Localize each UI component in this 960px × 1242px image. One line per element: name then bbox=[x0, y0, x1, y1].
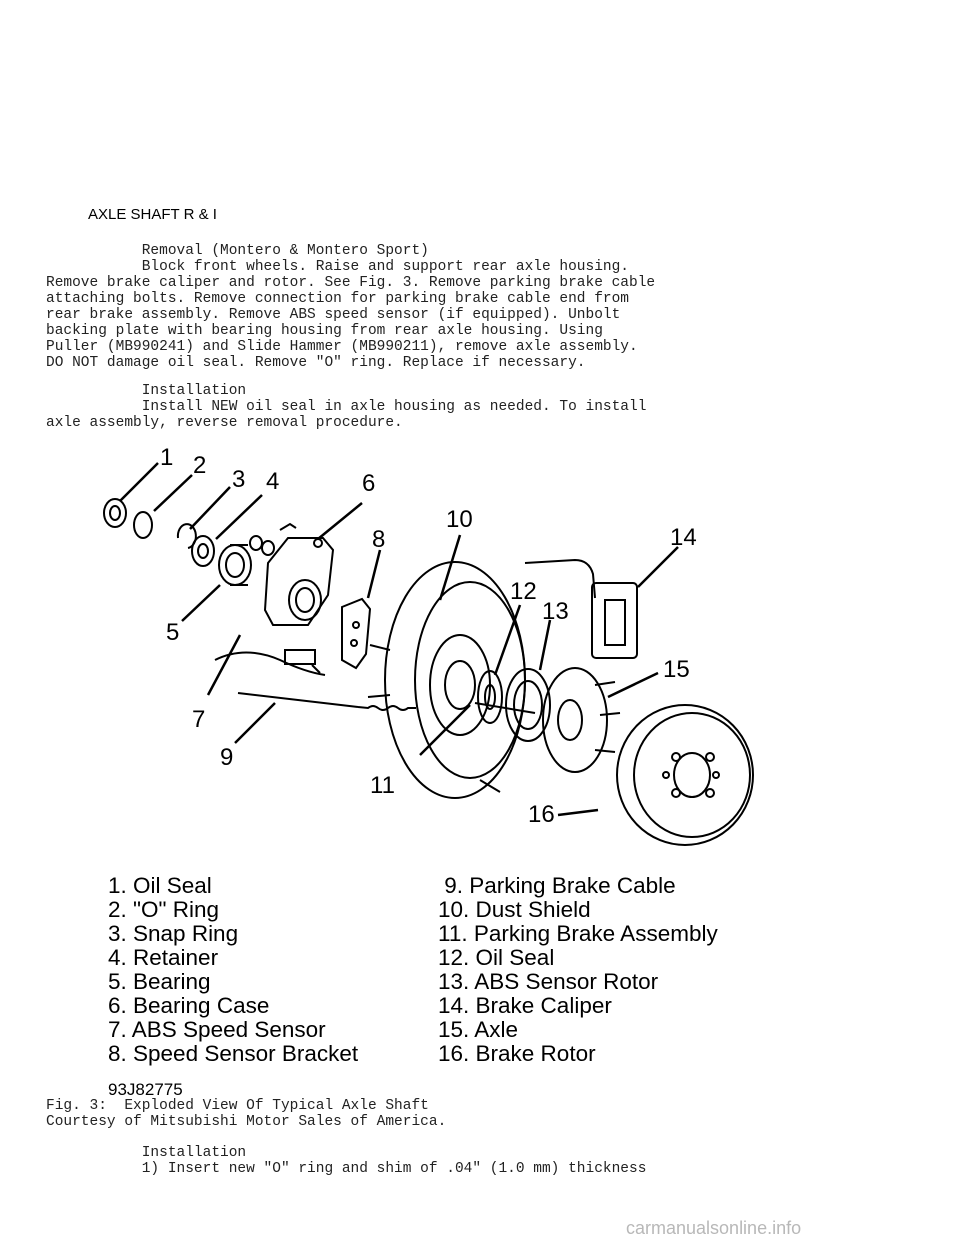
callout-10: 10 bbox=[446, 506, 473, 533]
callout-16: 16 bbox=[528, 801, 555, 828]
installation-heading: Installation bbox=[141, 1145, 247, 1161]
callout-7: 7 bbox=[192, 706, 205, 733]
oil-seal-part bbox=[103, 498, 127, 528]
callout-8: 8 bbox=[372, 526, 385, 553]
removal-paragraph: Removal (Montero & Montero Sport) Block … bbox=[46, 243, 655, 371]
legend-item: 8. Speed Sensor Bracket bbox=[108, 1041, 359, 1066]
legend-item: 7. ABS Speed Sensor bbox=[108, 1017, 326, 1042]
legend-item: 3. Snap Ring bbox=[108, 921, 239, 946]
callout-2: 2 bbox=[193, 452, 206, 479]
retainer-part bbox=[191, 535, 215, 567]
callout-15: 15 bbox=[663, 656, 690, 683]
section-heading: AXLE SHAFT R & I bbox=[88, 206, 217, 223]
installation-heading: Installation bbox=[141, 383, 247, 399]
callout-6: 6 bbox=[362, 470, 375, 497]
legend-item: 14. Brake Caliper bbox=[438, 993, 612, 1018]
removal-line: Block front wheels. Raise and support re… bbox=[141, 259, 629, 275]
callout-1: 1 bbox=[160, 444, 173, 471]
nut-part bbox=[249, 535, 275, 556]
callout-9: 9 bbox=[220, 744, 233, 771]
removal-line: rear brake assembly. Remove ABS speed se… bbox=[46, 307, 621, 323]
callout-14: 14 bbox=[670, 524, 697, 551]
callout-13: 13 bbox=[542, 598, 569, 625]
callout-11: 11 bbox=[370, 772, 395, 799]
callout-12: 12 bbox=[510, 578, 537, 605]
installation-line: Install NEW oil seal in axle housing as … bbox=[141, 399, 647, 415]
parking-brake-cable-part bbox=[237, 692, 416, 711]
callout-4: 4 bbox=[266, 468, 279, 495]
axle-part bbox=[474, 667, 621, 773]
caption-line: Fig. 3: Exploded View Of Typical Axle Sh… bbox=[46, 1098, 429, 1114]
legend-item: 10. Dust Shield bbox=[438, 897, 591, 922]
dust-shield-part bbox=[367, 561, 526, 799]
leader-lines bbox=[119, 462, 679, 817]
legend-item: 15. Axle bbox=[438, 1017, 519, 1042]
removal-line: Remove brake caliper and rotor. See Fig.… bbox=[46, 275, 656, 291]
legend-item: 13. ABS Sensor Rotor bbox=[438, 969, 659, 994]
legend-item: 2. "O" Ring bbox=[108, 897, 220, 922]
legend-item: 16. Brake Rotor bbox=[438, 1041, 596, 1066]
brake-caliper-part bbox=[524, 558, 638, 659]
bearing-part bbox=[218, 544, 252, 586]
watermark: carmanualsonline.info bbox=[626, 1218, 802, 1238]
callout-3: 3 bbox=[232, 466, 245, 493]
legend-item: 11. Parking Brake Assembly bbox=[438, 921, 718, 946]
removal-line: attaching bolts. Remove connection for p… bbox=[46, 291, 629, 307]
legend-column-left: 1. Oil Seal 2. "O" Ring 3. Snap Ring 4. … bbox=[108, 874, 358, 1066]
legend-item: 4. Retainer bbox=[108, 945, 219, 970]
legend-item: 6. Bearing Case bbox=[108, 993, 270, 1018]
legend-item: 5. Bearing bbox=[108, 969, 211, 994]
exploded-view-figure: 1 2 3 4 5 6 7 8 9 10 11 12 13 14 15 16 bbox=[103, 444, 754, 846]
legend-item: 12. Oil Seal bbox=[438, 945, 555, 970]
callout-numbers: 1 2 3 4 5 6 7 8 9 10 11 12 13 14 15 16 bbox=[160, 444, 697, 828]
installation-paragraph: Installation Install NEW oil seal in axl… bbox=[46, 383, 646, 431]
removal-heading: Removal (Montero & Montero Sport) bbox=[141, 243, 429, 259]
legend-column-right: 9. Parking Brake Cable 10. Dust Shield 1… bbox=[438, 874, 718, 1066]
o-ring-part bbox=[133, 511, 153, 539]
installation-step-paragraph: Installation 1) Insert new "O" ring and … bbox=[46, 1145, 647, 1177]
callout-5: 5 bbox=[166, 619, 179, 646]
abs-speed-sensor-part bbox=[214, 649, 326, 676]
figure-caption: Fig. 3: Exploded View Of Typical Axle Sh… bbox=[46, 1098, 446, 1130]
legend-item: 9. Parking Brake Cable bbox=[444, 873, 676, 898]
removal-line: DO NOT damage oil seal. Remove "O" ring.… bbox=[46, 355, 586, 371]
legend-item: 1. Oil Seal bbox=[108, 873, 212, 898]
installation-step-line: 1) Insert new "O" ring and shim of .04" … bbox=[141, 1161, 647, 1177]
figure-id: 93J82775 bbox=[108, 1080, 183, 1099]
bearing-case-part bbox=[263, 522, 335, 626]
removal-line: Puller (MB990241) and Slide Hammer (MB99… bbox=[46, 339, 638, 355]
parking-brake-assembly-part bbox=[429, 634, 491, 736]
speed-sensor-bracket-part bbox=[341, 597, 372, 670]
caption-line: Courtesy of Mitsubishi Motor Sales of Am… bbox=[46, 1114, 447, 1130]
abs-sensor-rotor-part bbox=[505, 668, 551, 742]
inner-oil-seal-part bbox=[477, 670, 503, 724]
brake-rotor-part bbox=[616, 704, 754, 846]
removal-line: backing plate with bearing housing from … bbox=[46, 323, 603, 339]
bolt-part bbox=[479, 779, 501, 793]
installation-line: axle assembly, reverse removal procedure… bbox=[46, 415, 403, 431]
